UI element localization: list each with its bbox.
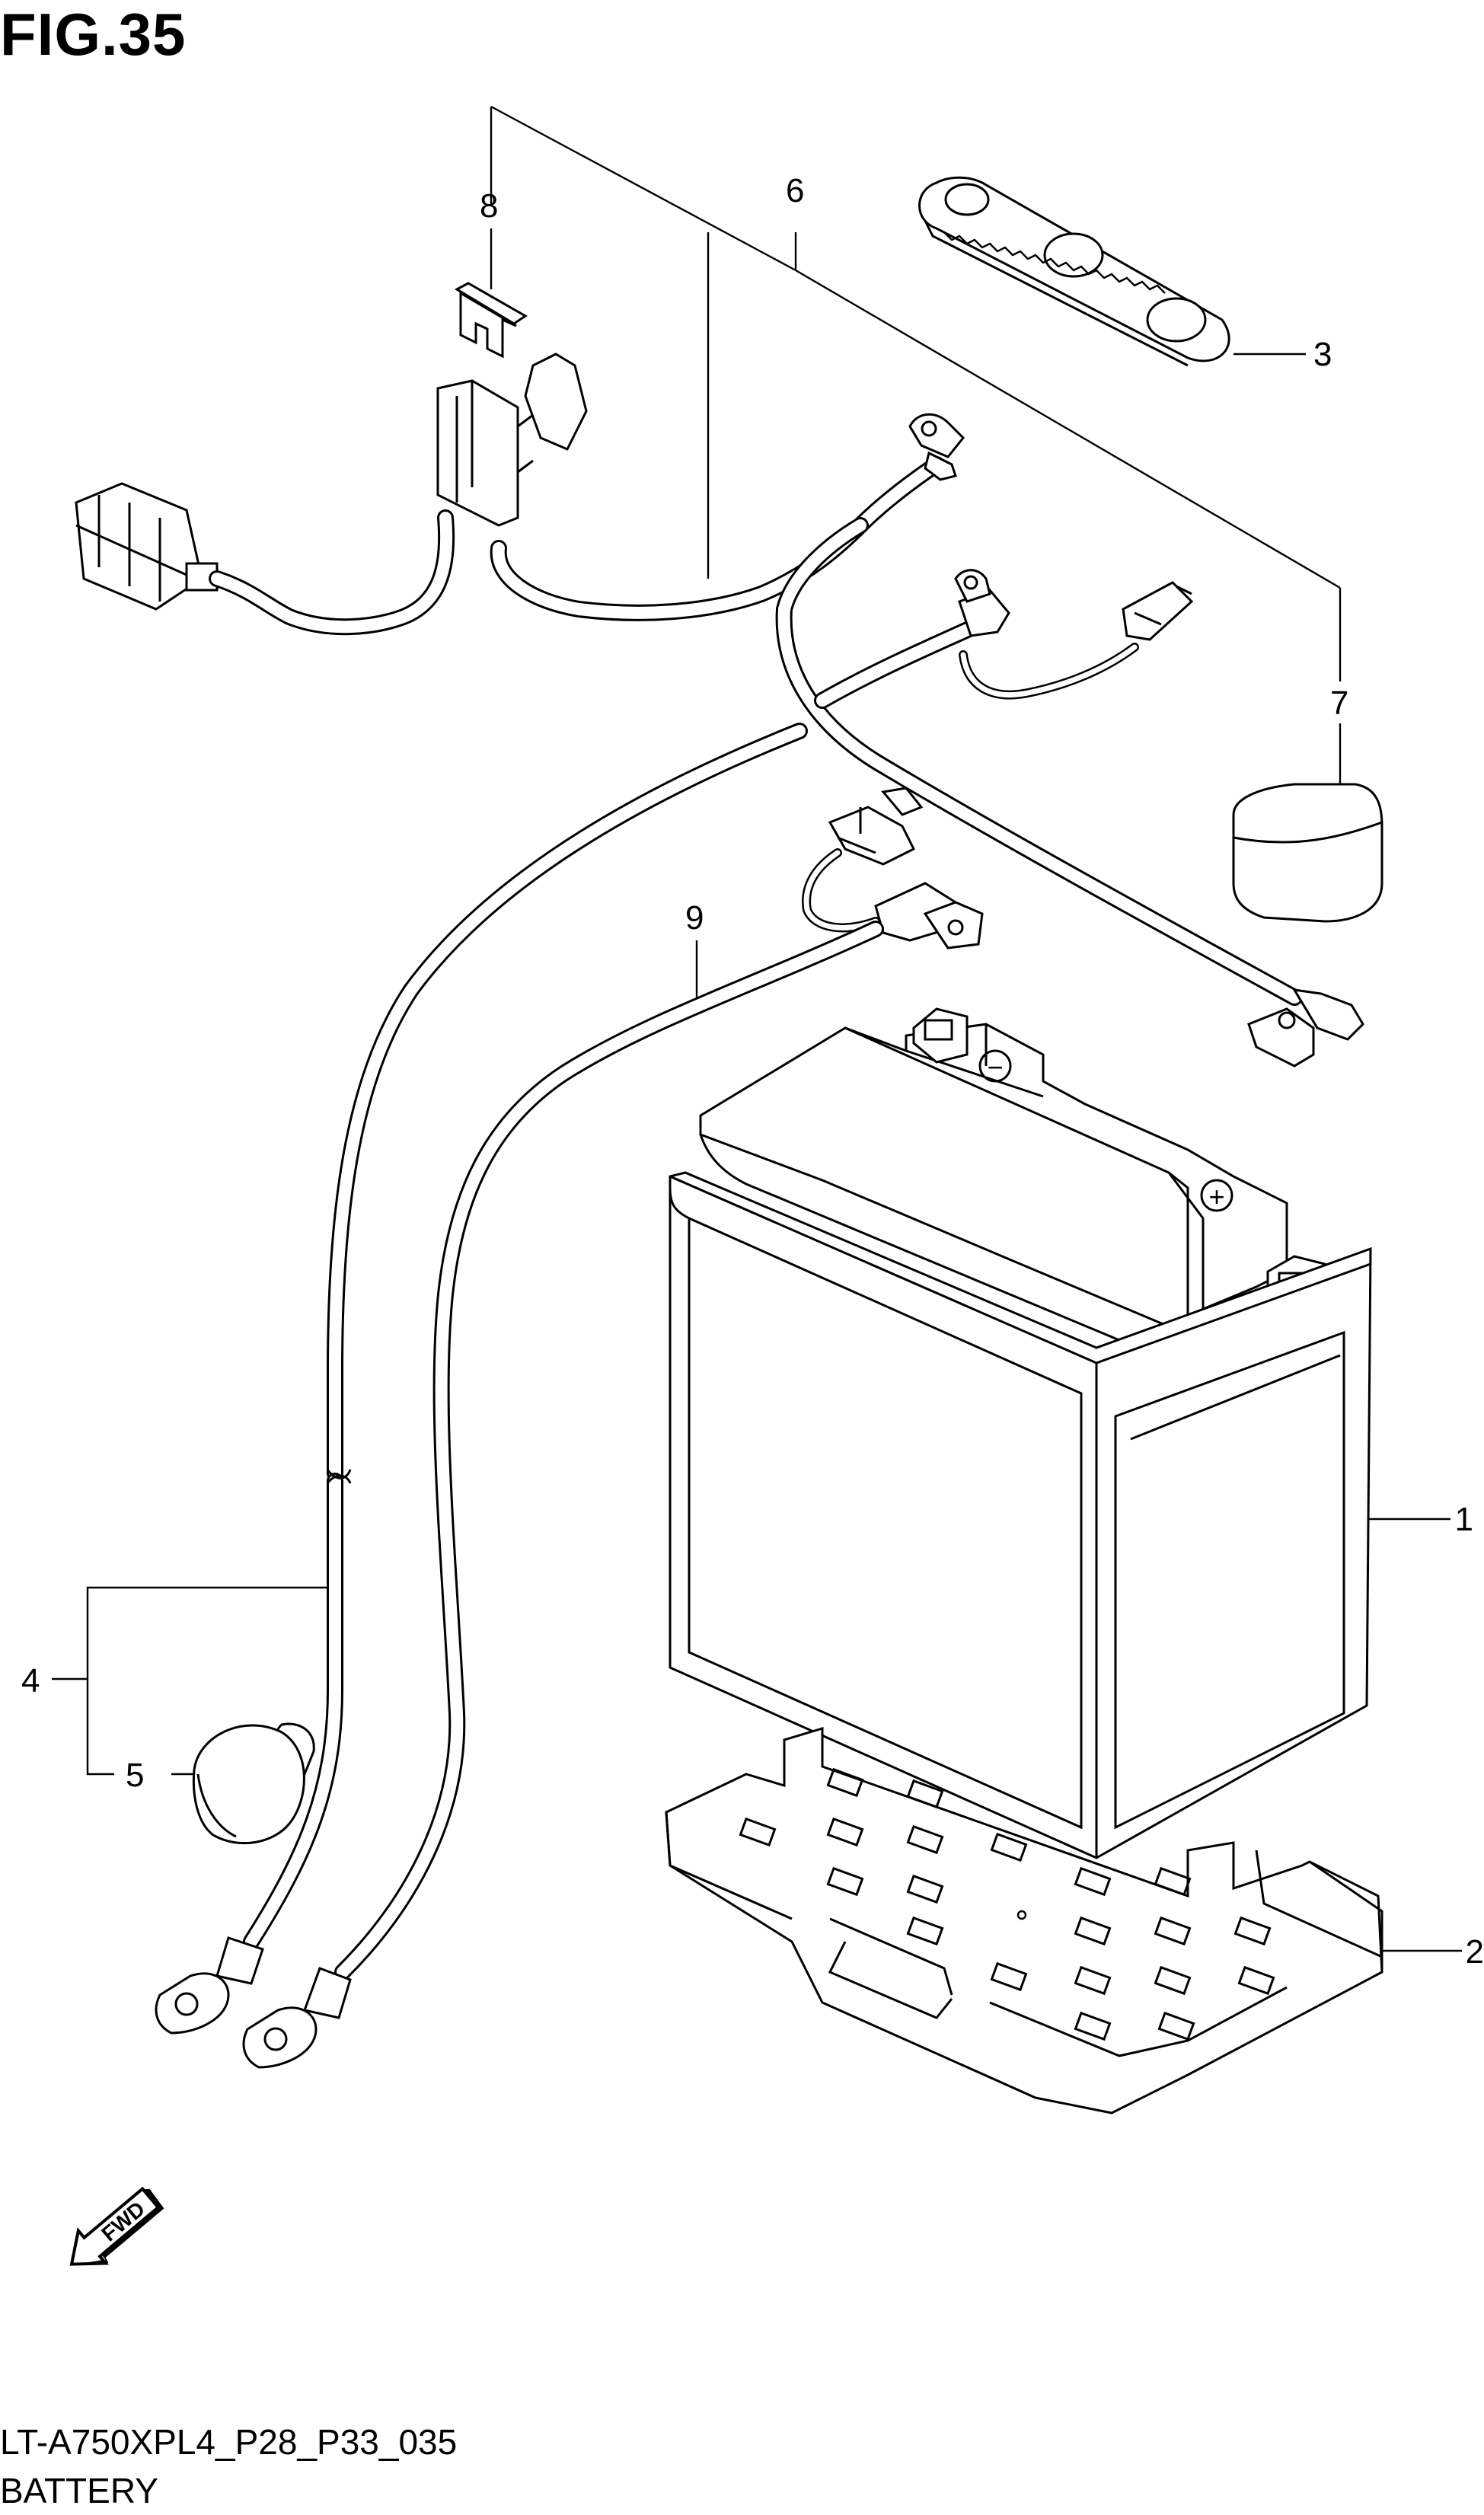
main-fuse <box>454 282 528 359</box>
callout-1: 1 <box>1455 1501 1473 1538</box>
callout-7: 7 <box>1330 685 1348 722</box>
negative-symbol: − <box>987 1052 1003 1083</box>
callout-numbers: 1 2 3 4 5 6 7 8 9 <box>21 172 1484 1971</box>
figure-code: LT-A750XPL4_P28_P33_035 <box>0 2422 458 2462</box>
battery: − + <box>669 1007 1372 1859</box>
terminal-boot <box>192 1722 315 1845</box>
figure-name: BATTERY <box>0 2471 158 2510</box>
terminal-cover-cap <box>1232 783 1383 923</box>
callout-9: 9 <box>685 899 704 937</box>
callout-5: 5 <box>126 1757 144 1794</box>
callout-4: 4 <box>21 1662 40 1700</box>
callout-3: 3 <box>1313 336 1332 373</box>
fwd-arrow-icon: FWD <box>69 2186 164 2266</box>
leader-lines <box>52 105 1462 1952</box>
callout-8: 8 <box>480 187 498 225</box>
figure-title: FIG.35 <box>0 1 187 68</box>
battery-tray <box>665 1726 1383 2114</box>
tray-slots <box>739 1767 1275 2041</box>
terminal-cover-strip <box>918 176 1230 367</box>
positive-symbol: + <box>1208 1181 1224 1212</box>
wiring-harness <box>75 413 1364 2035</box>
battery-negative-cable <box>242 787 984 2069</box>
callout-2: 2 <box>1466 1933 1484 1971</box>
callout-6: 6 <box>786 172 804 209</box>
fuse-holder <box>436 353 588 527</box>
